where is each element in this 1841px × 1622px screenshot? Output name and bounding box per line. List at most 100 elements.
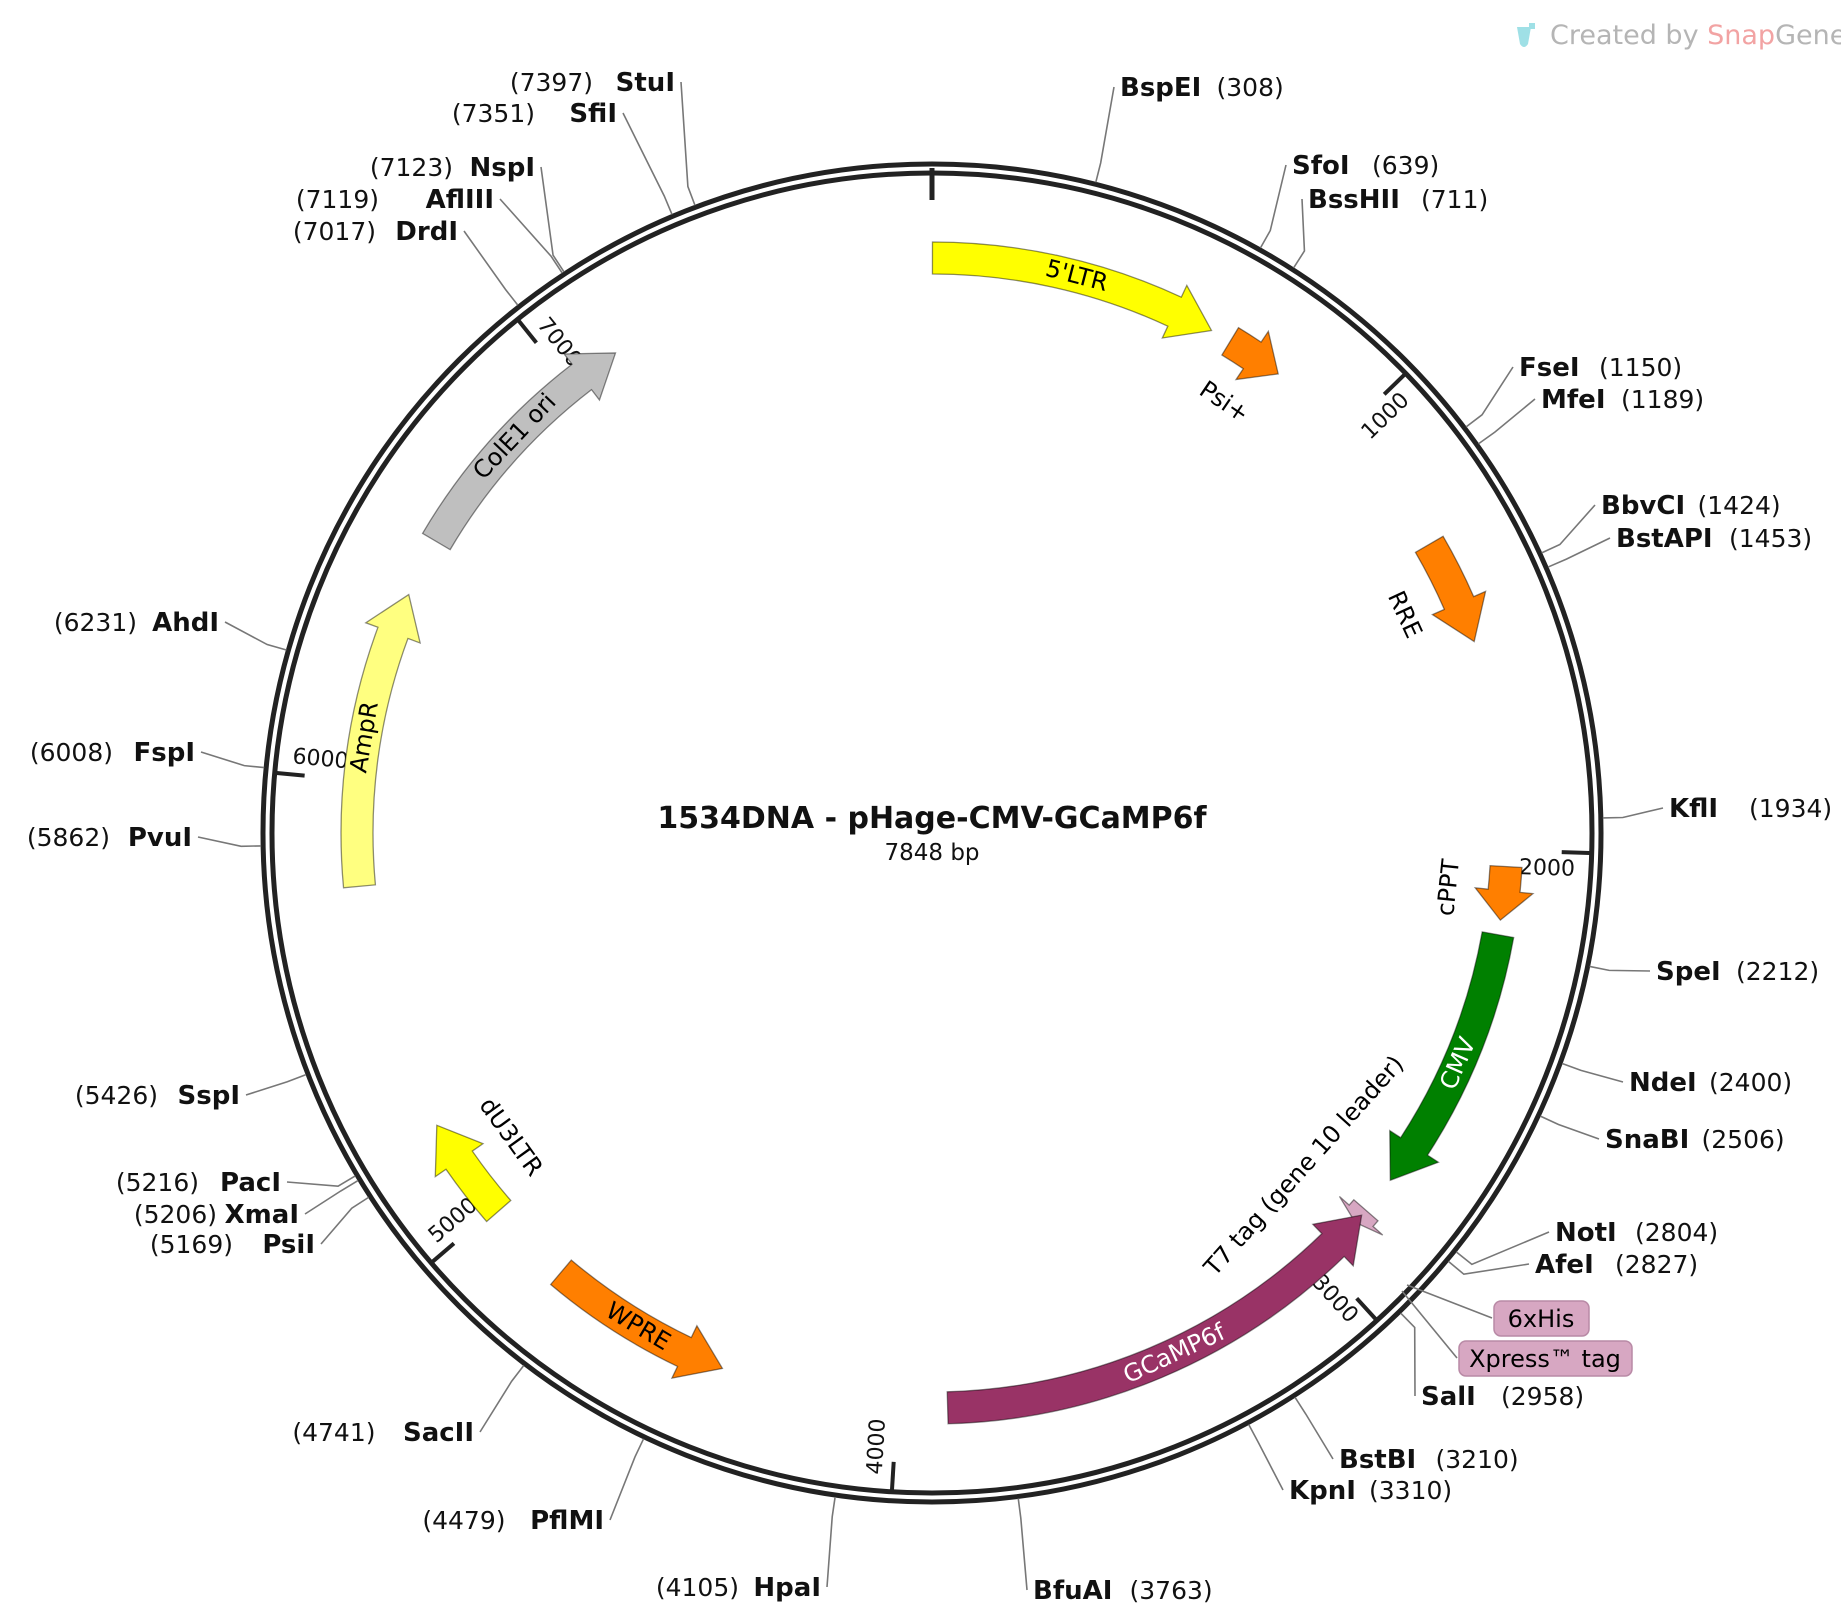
- site-sacii[interactable]: SacII(4741): [292, 1365, 525, 1448]
- site-psii-name: PsiI: [262, 1230, 315, 1260]
- site-sfoi-name: SfoI: [1292, 151, 1350, 181]
- site-psii[interactable]: PsiI (5169): [150, 1196, 369, 1260]
- site-kpni-position: (3310): [1369, 1476, 1452, 1505]
- feature-rre-label: RRE: [1382, 587, 1428, 643]
- feature-rre-arrow: [1414, 535, 1487, 643]
- site-bbvci-position: (1424): [1698, 491, 1781, 520]
- site-pflmi-name: PflMI: [530, 1506, 604, 1536]
- site-fsei[interactable]: FseI(1150): [1465, 353, 1682, 428]
- feature-cmv[interactable]: CMV: [1389, 931, 1515, 1182]
- site-bfuai-leader: [1017, 1498, 1028, 1591]
- tag-6xhis[interactable]: 6xHis: [1406, 1284, 1590, 1337]
- site-nspi[interactable]: NspI (7123): [370, 153, 565, 273]
- site-bstapi[interactable]: BstAPI(1453): [1547, 524, 1812, 568]
- site-nspi-leader: [540, 166, 565, 273]
- feature-wpre[interactable]: WPRE: [549, 1259, 724, 1380]
- site-bsshii-name: BssHII: [1308, 185, 1400, 215]
- feature-ampr[interactable]: AmpR: [340, 593, 422, 889]
- site-sali-name: SalI: [1421, 1382, 1476, 1412]
- backbone-outer-ring: [260, 161, 1604, 1505]
- tag-6xhis-label: 6xHis: [1508, 1305, 1575, 1333]
- site-noti[interactable]: NotI(2804): [1455, 1218, 1718, 1266]
- site-sali[interactable]: SalI(2958): [1400, 1312, 1584, 1412]
- site-xmai[interactable]: XmaI(5206): [134, 1179, 359, 1230]
- feature-cppt-arrow: [1473, 864, 1535, 922]
- site-bstbi-position: (3210): [1436, 1445, 1519, 1474]
- site-fsei-leader: [1465, 366, 1514, 428]
- feature-cppt[interactable]: cPPT: [1431, 857, 1535, 922]
- site-mfei[interactable]: MfeI(1189): [1478, 385, 1705, 445]
- site-kfli-position: (1934): [1749, 794, 1832, 823]
- site-sfoi-position: (639): [1372, 151, 1439, 180]
- feature-ampr-arrow: [340, 593, 422, 889]
- feature-wpre-arrow: [549, 1259, 724, 1380]
- site-stui[interactable]: StuI(7397): [510, 68, 696, 206]
- site-afei-name: AfeI: [1535, 1250, 1594, 1280]
- tag-xpress-box: [1458, 1340, 1633, 1377]
- site-kpni[interactable]: KpnI (3310): [1248, 1424, 1452, 1506]
- feature-5-ltr[interactable]: 5'LTR: [931, 241, 1213, 339]
- site-stui-name: StuI: [616, 68, 675, 98]
- snapgene-logo-icon: [1517, 23, 1535, 47]
- feature-t7-tag-gene-10-leader[interactable]: T7 tag (gene 10 leader): [1198, 1050, 1410, 1282]
- site-kfli[interactable]: KflI (1934): [1602, 794, 1832, 824]
- site-fsei-name: FseI: [1519, 353, 1580, 383]
- site-psii-leader: [320, 1196, 369, 1245]
- tag-xpress[interactable]: Xpress™ tag: [1401, 1290, 1633, 1377]
- plasmid-title: 1534DNA - pHage-CMV-GCaMP6f: [657, 801, 1207, 836]
- site-xmai-position: (5206): [134, 1200, 217, 1229]
- site-paci[interactable]: PacI(5216): [116, 1168, 356, 1198]
- site-sspi-name: SspI: [178, 1081, 241, 1111]
- site-drdi[interactable]: DrdI(7017): [293, 217, 519, 306]
- site-spei[interactable]: SpeI(2212): [1589, 957, 1820, 987]
- site-bstbi[interactable]: BstBI(3210): [1294, 1396, 1519, 1475]
- feature-rre[interactable]: RRE: [1382, 535, 1487, 643]
- site-kpni-name: KpnI: [1289, 1476, 1356, 1506]
- feature-ampr-label: AmpR: [344, 699, 384, 774]
- feature-cole1-ori-label: ColE1 ori: [467, 388, 561, 485]
- site-pflmi[interactable]: PflMI(4479): [422, 1438, 645, 1536]
- site-drdi-position: (7017): [293, 217, 376, 246]
- site-afei[interactable]: AfeI(2827): [1447, 1250, 1698, 1280]
- site-afliii-name: AflIII: [426, 185, 494, 215]
- site-snabi[interactable]: SnaBI(2506): [1540, 1115, 1785, 1155]
- site-fspi-name: FspI: [133, 738, 195, 768]
- site-ndei[interactable]: NdeI(2400): [1561, 1062, 1792, 1098]
- site-bfuai[interactable]: BfuAI(3763): [1017, 1498, 1213, 1606]
- feature-cppt-label: cPPT: [1431, 857, 1465, 917]
- tick-label-2000: 2000: [1519, 855, 1576, 882]
- site-ndei-leader: [1561, 1062, 1624, 1083]
- site-sspi[interactable]: SspI(5426): [75, 1073, 307, 1111]
- feature-wpre-label: WPRE: [601, 1296, 676, 1356]
- site-nspi-name: NspI: [469, 153, 535, 183]
- site-bbvci[interactable]: BbvCI(1424): [1541, 491, 1781, 554]
- tick-label-6000: 6000: [291, 744, 349, 774]
- site-ahdi[interactable]: AhdI(6231): [54, 608, 287, 651]
- feature-psi[interactable]: Psi+: [1194, 326, 1279, 429]
- site-stui-leader: [680, 81, 696, 206]
- site-afliii[interactable]: AflIII (7119): [296, 185, 563, 274]
- site-sfii[interactable]: SfiI(7351): [452, 99, 673, 215]
- site-paci-leader: [286, 1175, 356, 1187]
- site-xmai-leader: [304, 1179, 359, 1215]
- site-bsshii[interactable]: BssHII(711): [1292, 185, 1489, 269]
- site-sacii-position: (4741): [292, 1418, 375, 1447]
- site-kfli-name: KflI: [1669, 794, 1718, 824]
- site-afliii-position: (7119): [296, 185, 379, 214]
- site-pvui-position: (5862): [27, 823, 110, 852]
- site-kpni-leader: [1248, 1424, 1284, 1491]
- site-hpai[interactable]: HpaI(4105): [656, 1496, 836, 1603]
- site-pvui[interactable]: PvuI(5862): [27, 823, 262, 853]
- site-sfoi[interactable]: SfoI (639): [1259, 151, 1439, 249]
- site-afei-leader: [1447, 1260, 1530, 1276]
- tag-xpress-label: Xpress™ tag: [1469, 1345, 1621, 1373]
- feature-psi-arrow: [1221, 326, 1279, 381]
- site-ndei-name: NdeI: [1629, 1068, 1697, 1098]
- site-fspi[interactable]: FspI(6008): [30, 738, 265, 769]
- feature-du3ltr[interactable]: dU3LTR: [434, 1092, 549, 1223]
- tick-3000: [1355, 1296, 1378, 1321]
- site-bspei-leader: [1095, 86, 1115, 183]
- site-psii-position: (5169): [150, 1230, 233, 1259]
- site-nspi-position: (7123): [370, 153, 453, 182]
- site-bspei[interactable]: BspEI(308): [1095, 73, 1284, 183]
